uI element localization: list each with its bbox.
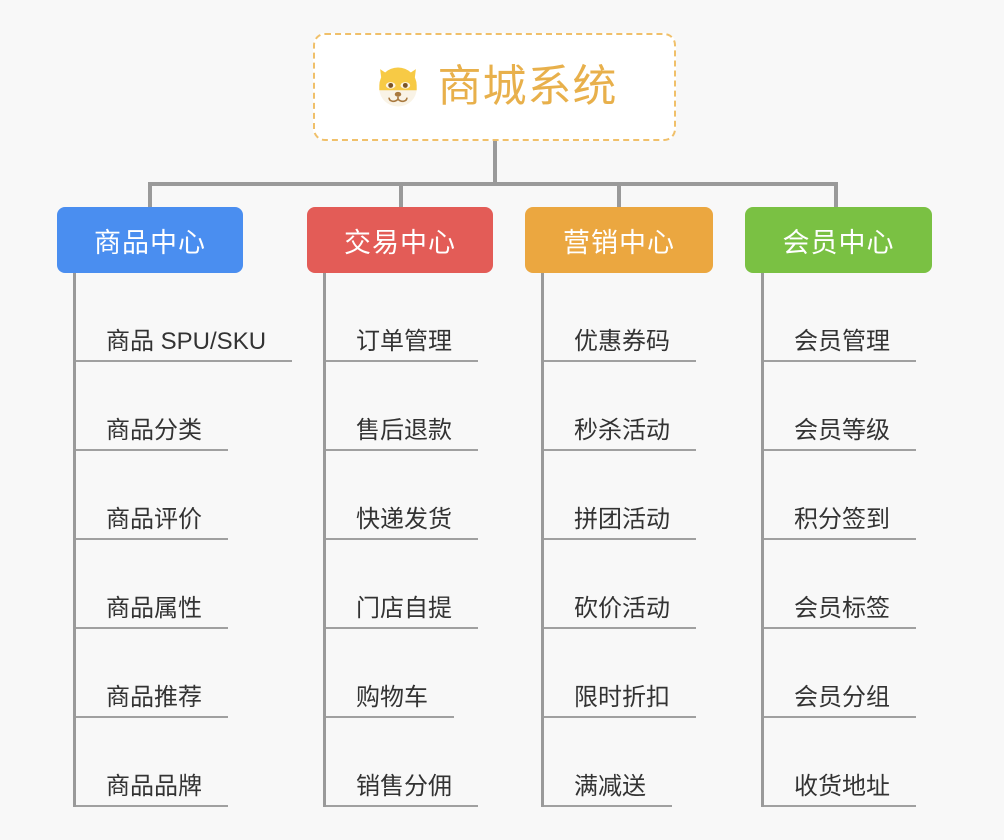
leaf-underline [764,538,916,540]
leaf-label: 优惠券码 [574,327,670,355]
leaf-label: 商品品牌 [106,772,202,800]
leaf-label: 秒杀活动 [574,416,670,444]
leaf-item[interactable]: 积分签到 [764,451,945,540]
leaf-underline [76,360,292,362]
leaf-underline [544,805,672,807]
leaf-item[interactable]: 会员管理 [764,273,945,362]
leaf-label: 拼团活动 [574,505,670,533]
leaf-underline [76,449,228,451]
connector-drop-marketing-center [617,182,621,208]
leaf-label: 会员管理 [794,327,890,355]
leaf-label: 会员分组 [794,683,890,711]
leaf-item[interactable]: 收货地址 [764,718,945,807]
leaf-underline [764,627,916,629]
leaf-underline [544,716,696,718]
leaf-underline [764,805,916,807]
leaf-underline [76,805,228,807]
leaf-underline [326,627,478,629]
root-title: 商城系统 [437,62,618,111]
leaf-label: 快递发货 [356,505,452,533]
leaf-item[interactable]: 砍价活动 [544,540,725,629]
leaf-label: 销售分佣 [356,772,452,800]
category-header-label: 会员中心 [782,227,895,258]
leaf-item[interactable]: 拼团活动 [544,451,725,540]
leaf-item[interactable]: 快递发货 [326,451,507,540]
branch-spine-product-center: 商品 SPU/SKU 商品分类 商品评价 商品属性 商品推荐 商品品牌 [73,273,292,807]
leaf-item[interactable]: 门店自提 [326,540,507,629]
leaf-label: 商品属性 [106,594,202,622]
leaf-item[interactable]: 售后退款 [326,362,507,451]
leaf-label: 满减送 [574,772,646,800]
category-header-label: 营销中心 [563,227,675,258]
leaf-underline [326,449,478,451]
connector-drop-member-center [834,182,838,208]
leaf-label: 购物车 [356,683,428,711]
leaf-underline [326,805,478,807]
dog-face-icon [378,67,417,107]
leaf-label: 会员标签 [794,594,890,622]
leaf-underline [326,360,478,362]
leaf-underline [76,538,228,540]
leaf-item[interactable]: 商品 SPU/SKU [76,273,292,362]
leaf-label: 商品推荐 [106,683,202,711]
leaf-underline [76,627,228,629]
leaf-item[interactable]: 商品推荐 [76,629,277,718]
leaf-label: 商品分类 [106,416,202,444]
leaf-underline [326,716,454,718]
leaf-underline [544,449,696,451]
leaf-item[interactable]: 购物车 [326,629,507,718]
leaf-item[interactable]: 满减送 [544,718,725,807]
leaf-label: 门店自提 [356,594,452,622]
category-header-label: 商品中心 [94,227,206,258]
branch-spine-marketing-center: 优惠券码 秒杀活动 拼团活动 砍价活动 限时折扣 满减送 [541,273,725,807]
leaf-label: 砍价活动 [574,594,670,622]
branch-trade-center: 交易中心 订单管理 售后退款 快递发货 门店自提 购物车 [307,207,507,807]
category-header-product-center[interactable]: 商品中心 [57,207,243,273]
branch-member-center: 会员中心 会员管理 会员等级 积分签到 会员标签 会员分组 [745,207,945,807]
leaf-underline [764,716,916,718]
leaf-item[interactable]: 会员分组 [764,629,945,718]
category-header-trade-center[interactable]: 交易中心 [307,207,493,273]
connector-drop-product-center [148,182,152,208]
branch-spine-member-center: 会员管理 会员等级 积分签到 会员标签 会员分组 收货地址 [761,273,945,807]
leaf-item[interactable]: 会员标签 [764,540,945,629]
leaf-label: 会员等级 [794,416,890,444]
branch-product-center: 商品中心 商品 SPU/SKU 商品分类 商品评价 商品属性 商品推荐 [57,207,292,807]
branch-spine-trade-center: 订单管理 售后退款 快递发货 门店自提 购物车 销售分佣 [323,273,507,807]
leaf-item[interactable]: 秒杀活动 [544,362,725,451]
category-header-marketing-center[interactable]: 营销中心 [525,207,713,273]
leaf-label: 积分签到 [794,505,890,533]
leaf-underline [544,627,696,629]
leaf-underline [544,360,696,362]
leaf-underline [764,360,916,362]
leaf-item[interactable]: 商品分类 [76,362,277,451]
leaf-label: 商品评价 [106,505,202,533]
leaf-label: 限时折扣 [574,683,670,711]
connector-root-stem [493,141,497,184]
leaf-item[interactable]: 优惠券码 [544,273,725,362]
category-header-member-center[interactable]: 会员中心 [745,207,932,273]
branch-marketing-center: 营销中心 优惠券码 秒杀活动 拼团活动 砍价活动 限时折扣 [525,207,725,807]
leaf-item[interactable]: 销售分佣 [326,718,507,807]
leaf-item[interactable]: 会员等级 [764,362,945,451]
leaf-underline [544,538,696,540]
leaf-underline [764,449,916,451]
leaf-underline [326,538,478,540]
leaf-item[interactable]: 商品评价 [76,451,277,540]
leaf-item[interactable]: 商品属性 [76,540,277,629]
leaf-label: 售后退款 [356,416,452,444]
root-node[interactable]: 商城系统 [313,33,676,141]
leaf-label: 订单管理 [356,327,452,355]
leaf-item[interactable]: 商品品牌 [76,718,277,807]
leaf-label: 收货地址 [794,772,890,800]
leaf-item[interactable]: 订单管理 [326,273,507,362]
leaf-underline [76,716,228,718]
leaf-label: 商品 SPU/SKU [106,327,267,355]
leaf-item[interactable]: 限时折扣 [544,629,725,718]
category-header-label: 交易中心 [344,227,456,258]
connector-drop-trade-center [399,182,403,208]
connector-horizontal-bus [148,182,838,186]
